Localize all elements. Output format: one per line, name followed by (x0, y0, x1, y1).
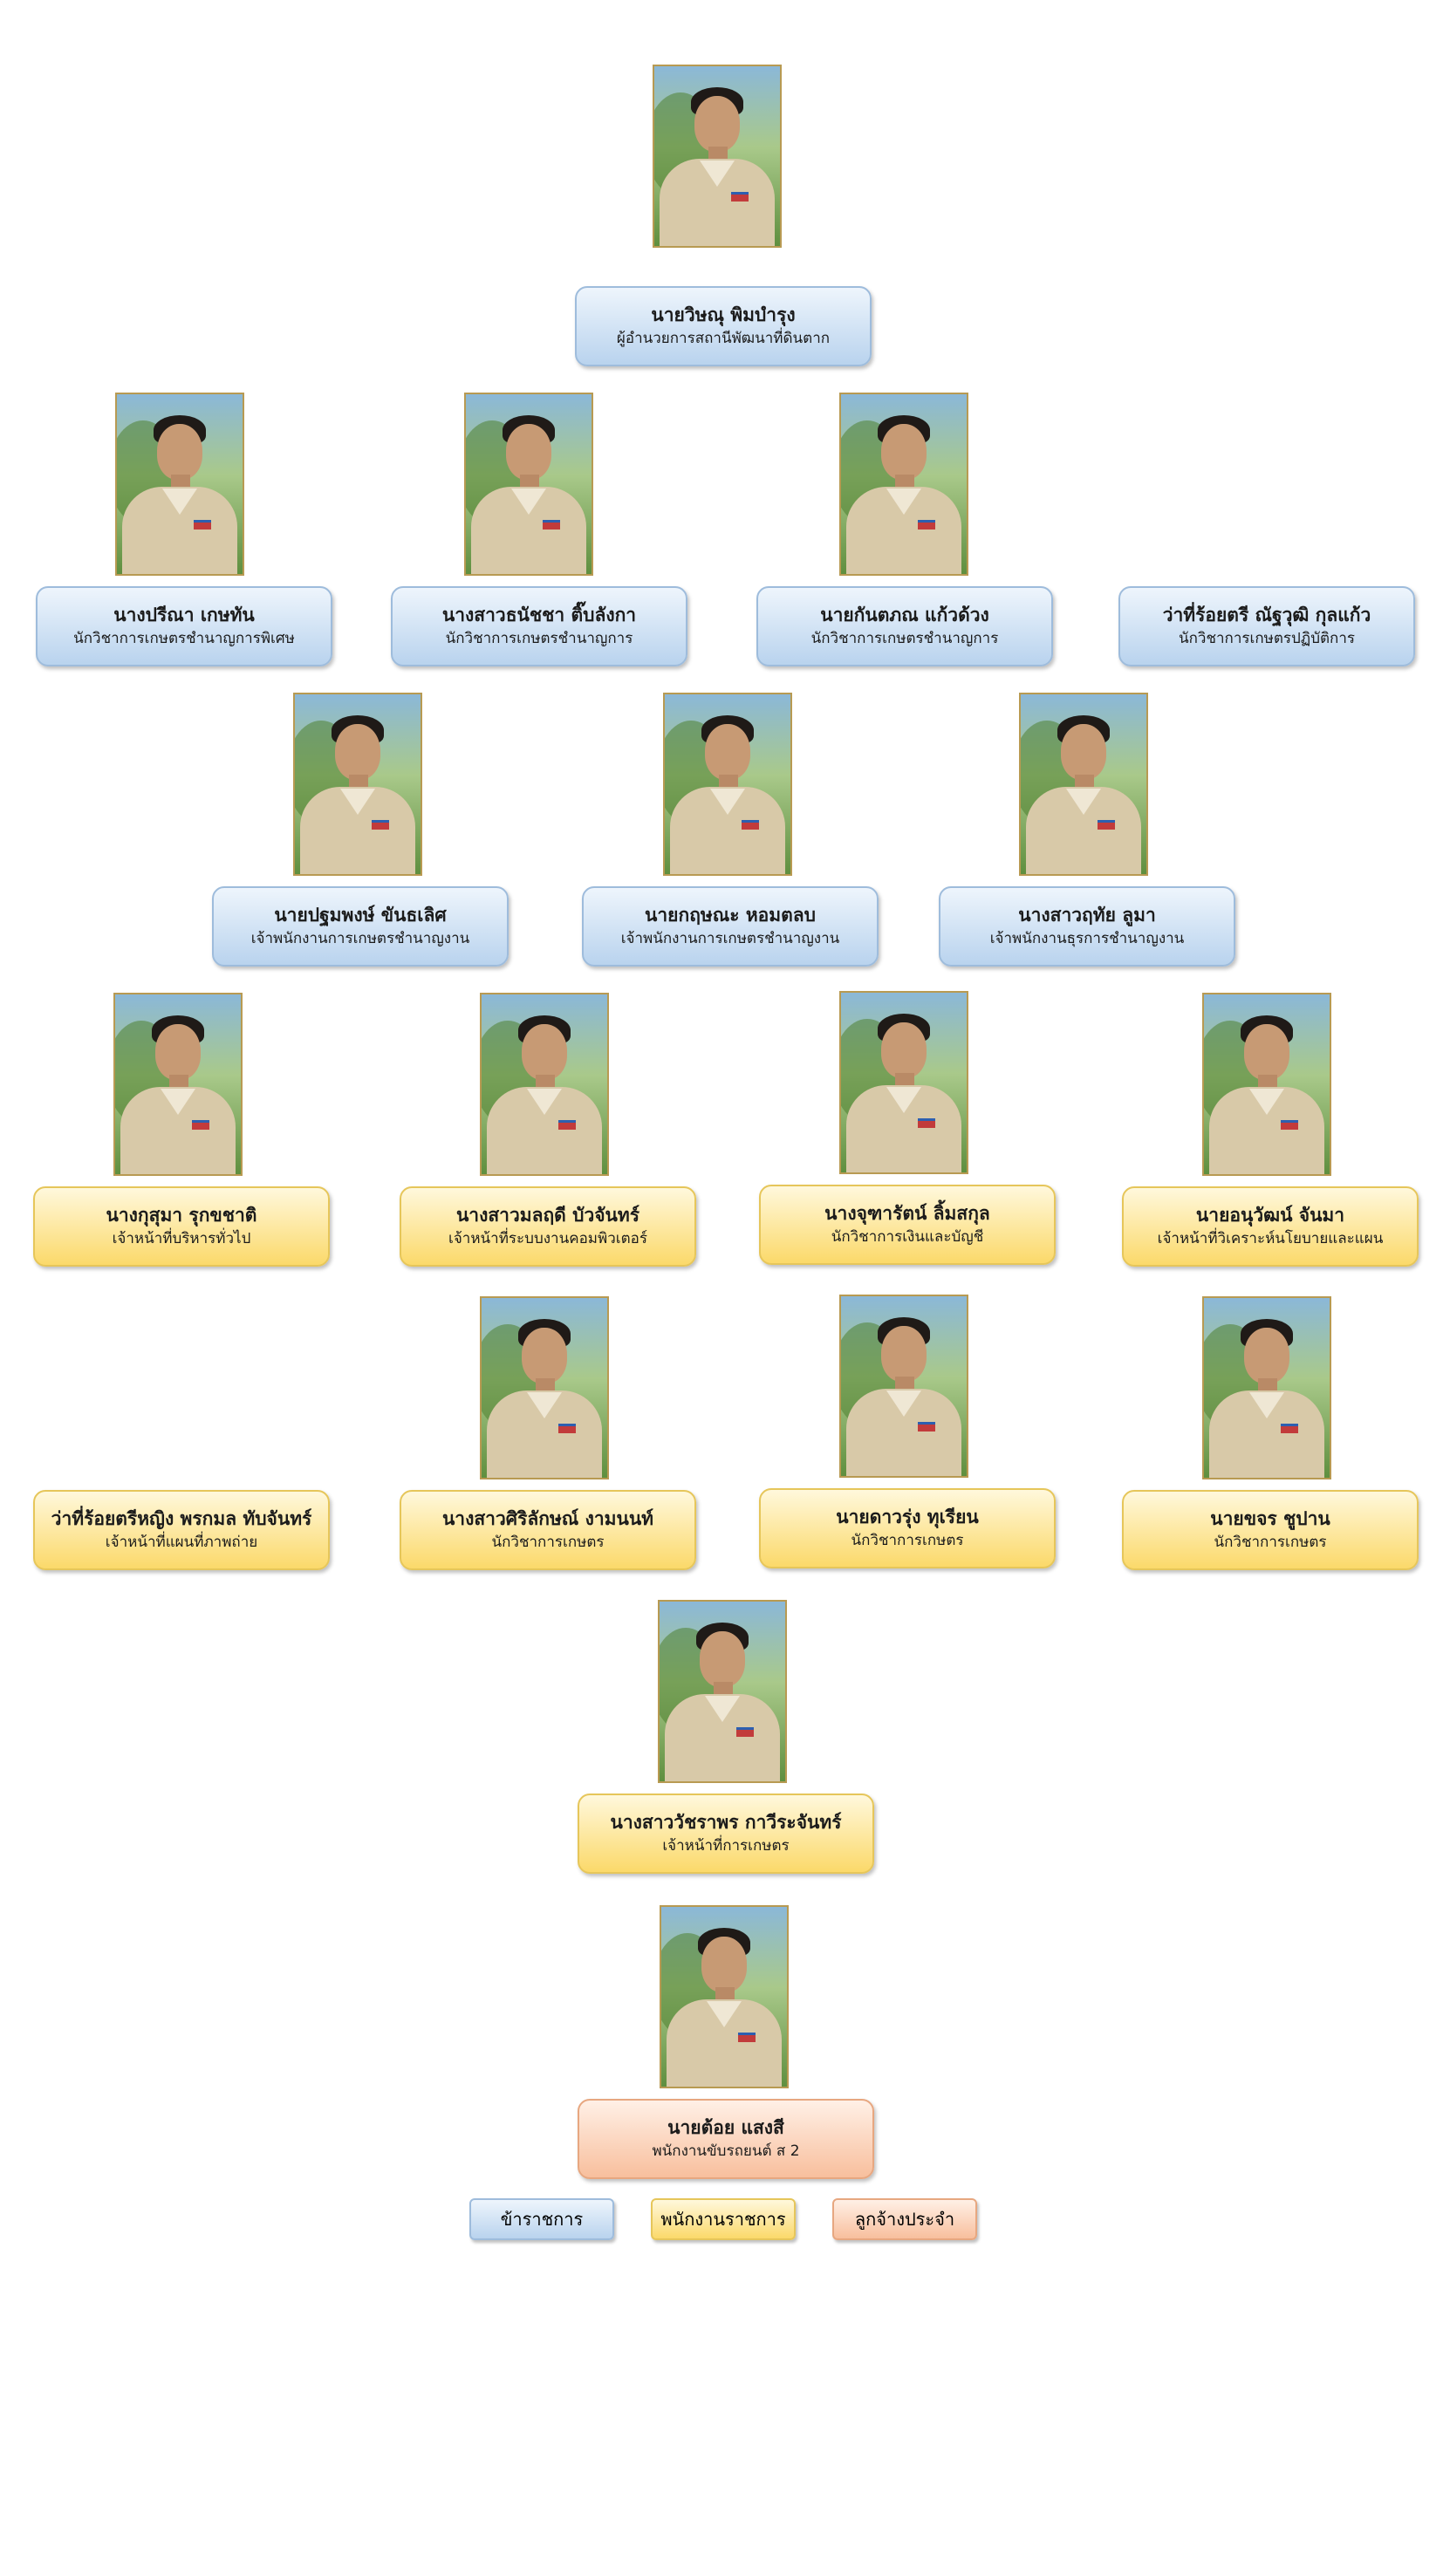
photo-p10 (839, 991, 968, 1174)
person-name: นายปฐมพงษ์ ขันธเลิศ (274, 905, 447, 926)
photo-p2 (464, 393, 593, 576)
card-p2: นางสาวธนัชชา ติ๊บลังกา นักวิชาการเกษตรชำ… (391, 586, 687, 666)
person-title: เจ้าพนักงานการเกษตรชำนาญงาน (620, 930, 840, 947)
card-p15: นายขจร ชูปาน นักวิชาการเกษตร (1122, 1490, 1419, 1570)
person-title: นักวิชาการเกษตรชำนาญการพิเศษ (73, 630, 295, 647)
photo-p15 (1202, 1296, 1331, 1479)
photo-p3 (839, 393, 968, 576)
photo-p17 (660, 1905, 789, 2088)
person-name: นางปรีณา เกษทัน (113, 605, 255, 625)
legend-label: ลูกจ้างประจำ (854, 2209, 955, 2230)
card-p9: นางสาวมลฤดี บัวจันทร์ เจ้าหน้าที่ระบบงาน… (400, 1186, 696, 1267)
person-title: นักวิชาการเกษตรปฏิบัติการ (1179, 630, 1355, 647)
person-name: นายวิษณุ พิมบำรุง (651, 304, 796, 325)
person-title: เจ้าพนักงานธุรการชำนาญงาน (989, 930, 1185, 947)
person-title: นักวิชาการเกษตรชำนาญการ (445, 630, 633, 647)
person-name: นางสาวศิริลักษณ์ งามนนท์ (441, 1508, 654, 1529)
person-name: นายกันตภณ แก้วด้วง (820, 605, 989, 625)
photo-p8 (113, 993, 243, 1176)
person-name: นายดาวรุ่ง ทุเรียน (836, 1507, 979, 1527)
person-name: นางสาวธนัชชา ติ๊บลังกา (441, 605, 637, 625)
person-title: เจ้าหน้าที่บริหารทั่วไป (112, 1230, 251, 1247)
card-p1: นางปรีณา เกษทัน นักวิชาการเกษตรชำนาญการพ… (36, 586, 332, 666)
person-title: เจ้าหน้าที่วิเคราะห์นโยบายและแผน (1157, 1230, 1384, 1247)
photo-director (653, 65, 782, 248)
person-name: นางสาวฤทัย ลูมา (1018, 905, 1156, 926)
card-p5: นายปฐมพงษ์ ขันธเลิศ เจ้าพนักงานการเกษตรช… (212, 886, 509, 967)
photo-p5 (293, 693, 422, 876)
legend-permanent-employee: ลูกจ้างประจำ (832, 2198, 977, 2240)
person-name: ว่าที่ร้อยตรี ณัฐวุฒิ กุลแก้ว (1162, 605, 1371, 625)
person-name: นางสาววัชราพร กาวีระจันทร์ (610, 1812, 842, 1833)
person-name: ว่าที่ร้อยตรีหญิง พรกมล ทับจันทร์ (51, 1508, 312, 1529)
card-p4: ว่าที่ร้อยตรี ณัฐวุฒิ กุลแก้ว นักวิชาการ… (1118, 586, 1415, 666)
legend-label: ข้าราชการ (500, 2209, 584, 2230)
legend-government-employee: พนักงานราชการ (651, 2198, 796, 2240)
person-title: เจ้าหน้าที่แผนที่ภาพถ่าย (105, 1534, 258, 1551)
photo-p13 (480, 1296, 609, 1479)
legend-civil-servant: ข้าราชการ (469, 2198, 614, 2240)
legend-label: พนักงานราชการ (660, 2209, 786, 2230)
person-name: นายต้อย แสงสี (667, 2117, 784, 2138)
photo-p7 (1019, 693, 1148, 876)
person-name: นายกฤษณะ หอมตลบ (645, 905, 816, 926)
person-title: นักวิชาการเกษตร (491, 1534, 605, 1551)
card-p10: นางจุฑารัตน์ ลิ้มสกุล นักวิชาการเงินและบ… (759, 1185, 1056, 1265)
person-title: เจ้าหน้าที่ระบบงานคอมพิวเตอร์ (448, 1230, 647, 1247)
person-name: นายอนุวัฒน์ จันมา (1195, 1205, 1345, 1226)
person-title: นักวิชาการเกษตรชำนาญการ (810, 630, 999, 647)
person-title: นักวิชาการเงินและบัญชี (831, 1228, 984, 1246)
card-p14: นายดาวรุ่ง ทุเรียน นักวิชาการเกษตร (759, 1488, 1056, 1568)
card-p6: นายกฤษณะ หอมตลบ เจ้าพนักงานการเกษตรชำนาญ… (582, 886, 879, 967)
card-director: นายวิษณุ พิมบำรุง ผู้อำนวยการสถานีพัฒนาท… (575, 286, 872, 366)
person-title: ผู้อำนวยการสถานีพัฒนาที่ดินตาก (616, 330, 831, 347)
photo-p1 (115, 393, 244, 576)
person-title: นักวิชาการเกษตร (1214, 1534, 1327, 1551)
card-p17: นายต้อย แสงสี พนักงานขับรถยนต์ ส 2 (578, 2099, 874, 2179)
person-title: นักวิชาการเกษตร (851, 1532, 964, 1549)
card-p11: นายอนุวัฒน์ จันมา เจ้าหน้าที่วิเคราะห์นโ… (1122, 1186, 1419, 1267)
card-p8: นางกุสุมา รุกขชาติ เจ้าหน้าที่บริหารทั่ว… (33, 1186, 330, 1267)
photo-p11 (1202, 993, 1331, 1176)
photo-p16 (658, 1600, 787, 1783)
person-name: นางสาวมลฤดี บัวจันทร์ (455, 1205, 640, 1226)
card-p13: นางสาวศิริลักษณ์ งามนนท์ นักวิชาการเกษตร (400, 1490, 696, 1570)
person-name: นางจุฑารัตน์ ลิ้มสกุล (824, 1203, 990, 1224)
person-name: นายขจร ชูปาน (1210, 1508, 1330, 1529)
card-p16: นางสาววัชราพร กาวีระจันทร์ เจ้าหน้าที่กา… (578, 1794, 874, 1874)
person-title: พนักงานขับรถยนต์ ส 2 (652, 2142, 800, 2160)
card-p12: ว่าที่ร้อยตรีหญิง พรกมล ทับจันทร์ เจ้าหน… (33, 1490, 330, 1570)
photo-p14 (839, 1295, 968, 1478)
person-title: เจ้าหน้าที่การเกษตร (662, 1837, 790, 1855)
photo-p9 (480, 993, 609, 1176)
card-p7: นางสาวฤทัย ลูมา เจ้าพนักงานธุรการชำนาญงา… (939, 886, 1235, 967)
person-name: นางกุสุมา รุกขชาติ (106, 1205, 257, 1226)
card-p3: นายกันตภณ แก้วด้วง นักวิชาการเกษตรชำนาญก… (756, 586, 1053, 666)
photo-p6 (663, 693, 792, 876)
person-title: เจ้าพนักงานการเกษตรชำนาญงาน (250, 930, 470, 947)
